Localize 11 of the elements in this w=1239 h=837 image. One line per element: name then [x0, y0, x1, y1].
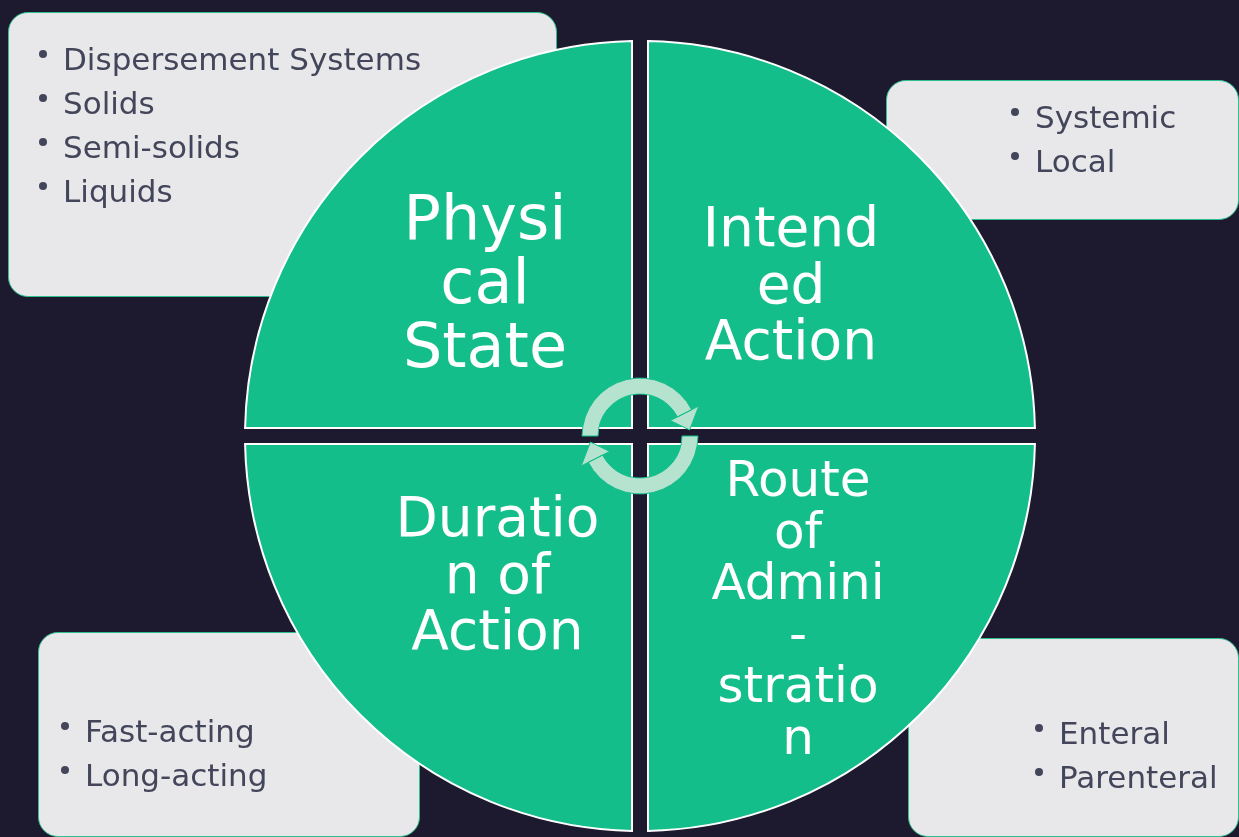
quadrant-title: Route of Admini-stration	[710, 454, 886, 763]
bullet-item: Systemic	[1009, 95, 1229, 139]
quadrant-title: Physical State	[401, 186, 569, 378]
info-card	[886, 80, 1239, 220]
bullet-item: Local	[1009, 139, 1229, 183]
quadrant-title: Duration of Action	[394, 489, 601, 659]
bullet-item: Parenteral	[1033, 755, 1233, 799]
info-card	[908, 638, 1239, 837]
quadrant-title: Intended Action	[701, 199, 881, 369]
bullet-item: Long-acting	[59, 753, 399, 797]
bullet-item: Enteral	[1033, 711, 1233, 755]
